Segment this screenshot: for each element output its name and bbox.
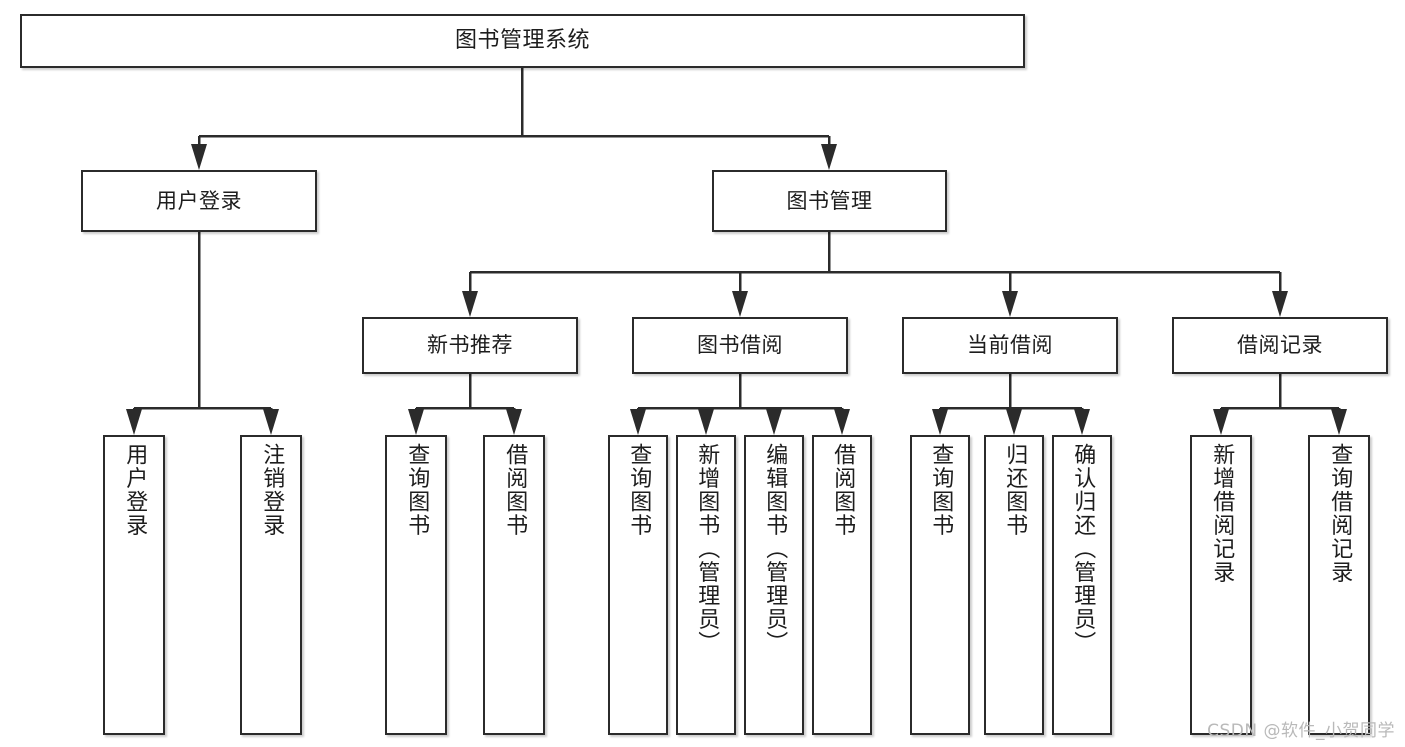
node-n-query[interactable]: 查询图书 [385,435,447,735]
node-label: 新增图书（管理员） [694,443,720,655]
node-r-query[interactable]: 查询借阅记录 [1308,435,1370,735]
node-label: 查询图书 [928,443,954,537]
node-label: 图书管理 [786,188,873,213]
node-newbook[interactable]: 新书推荐 [362,317,578,374]
node-login[interactable]: 用户登录 [81,170,317,232]
node-c-confirm[interactable]: 确认归还（管理员） [1052,435,1112,735]
node-borrow[interactable]: 图书借阅 [632,317,848,374]
node-label: 用户登录 [156,188,242,213]
node-label: 编辑图书（管理员） [762,443,788,655]
node-n-borrow[interactable]: 借阅图书 [483,435,545,735]
arrowhead-icon [462,291,478,317]
node-label: 查询借阅记录 [1327,443,1353,584]
node-label: 借阅图书 [830,443,856,537]
arrowhead-icon [1272,291,1288,317]
arrowhead-icon [126,409,142,435]
arrowhead-icon [1331,409,1347,435]
arrowhead-icon [1074,409,1090,435]
node-current[interactable]: 当前借阅 [902,317,1118,374]
arrowhead-icon [263,409,279,435]
arrowhead-icon [408,409,424,435]
node-label: 图书借阅 [697,333,783,358]
arrowhead-icon [732,291,748,317]
node-b-query[interactable]: 查询图书 [608,435,668,735]
node-label: 确认归还（管理员） [1070,443,1096,655]
node-b-add[interactable]: 新增图书（管理员） [676,435,736,735]
node-c-query[interactable]: 查询图书 [910,435,970,735]
node-label: 归还图书 [1002,443,1028,537]
node-label: 新增借阅记录 [1209,443,1235,584]
arrowhead-icon [821,144,837,170]
node-root[interactable]: 图书管理系统 [20,14,1025,68]
node-label: 当前借阅 [967,333,1053,358]
arrowhead-icon [506,409,522,435]
node-l-login[interactable]: 用户登录 [103,435,165,735]
node-records[interactable]: 借阅记录 [1172,317,1388,374]
arrowhead-icon [630,409,646,435]
arrowhead-icon [932,409,948,435]
node-label: 新书推荐 [427,333,513,358]
node-l-logout[interactable]: 注销登录 [240,435,302,735]
node-c-return[interactable]: 归还图书 [984,435,1044,735]
node-label: 查询图书 [404,443,430,537]
arrowhead-icon [834,409,850,435]
watermark-text: CSDN @软件_小贺同学 [1207,721,1395,741]
node-bookmgr[interactable]: 图书管理 [712,170,947,232]
node-label: 图书管理系统 [454,28,590,54]
node-label: 用户登录 [122,443,148,537]
arrowhead-icon [1002,291,1018,317]
node-label: 借阅图书 [502,443,528,537]
node-b-borrow[interactable]: 借阅图书 [812,435,872,735]
node-label: 注销登录 [259,443,285,537]
arrowhead-icon [1213,409,1229,435]
arrowhead-icon [191,144,207,170]
arrowhead-icon [766,409,782,435]
node-label: 查询图书 [626,443,652,537]
arrowhead-icon [698,409,714,435]
node-label: 借阅记录 [1237,333,1323,358]
arrowhead-icon [1006,409,1022,435]
node-b-edit[interactable]: 编辑图书（管理员） [744,435,804,735]
node-r-add[interactable]: 新增借阅记录 [1190,435,1252,735]
